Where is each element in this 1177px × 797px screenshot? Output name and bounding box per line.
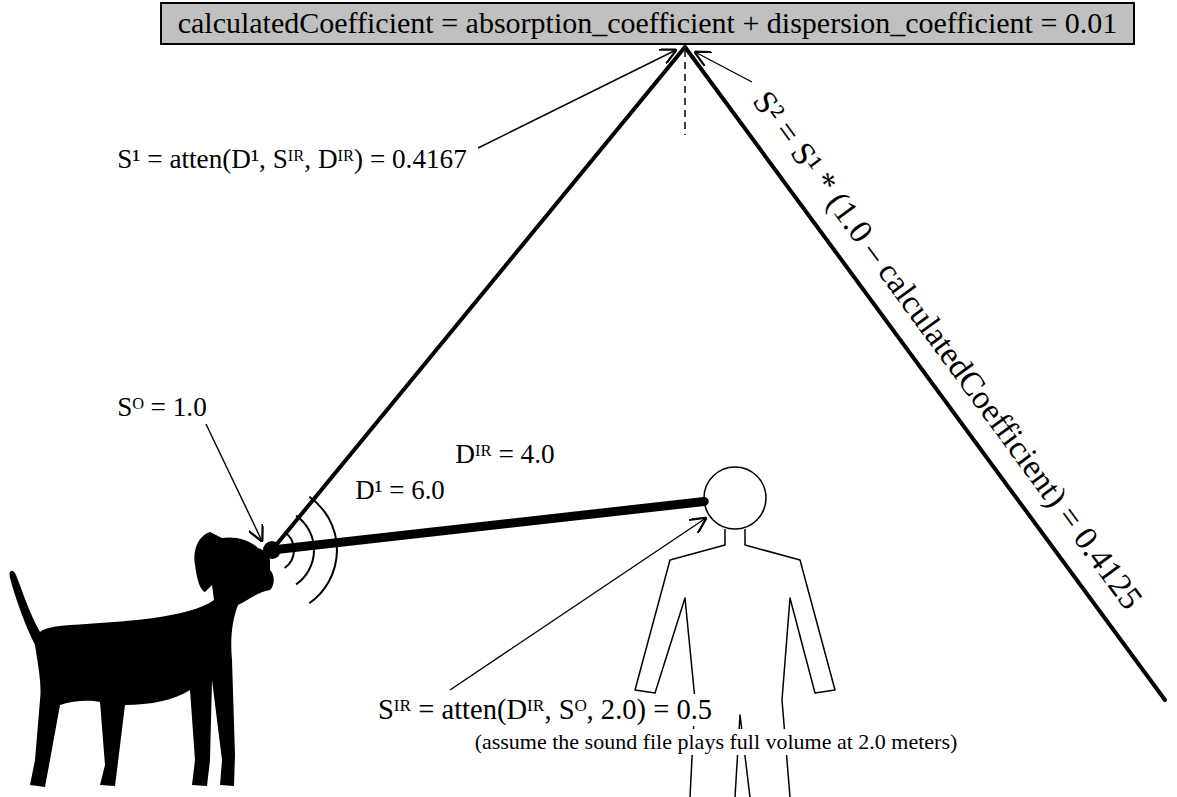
sound-wave — [285, 532, 294, 568]
sound-level-label: Sᴼ = 1.0 — [115, 392, 209, 423]
normal-line — [684, 50, 686, 135]
distance-label: Dᴵᴿ = 4.0 — [453, 439, 557, 470]
dog-silhouette — [10, 532, 274, 787]
formula-box: calculatedCoefficient = absorption_coeff… — [160, 2, 1135, 45]
label-holder: S¹ = atten(D¹, Sᴵᴿ, Dᴵᴿ) = 0.4167 — [115, 144, 469, 175]
label-holder: (assume the sound file plays full volume… — [473, 729, 960, 754]
label-holder: Sᴵᴿ = atten(Dᴵᴿ, Sᴼ, 2.0) = 0.5 — [376, 694, 714, 727]
leader-arrow — [695, 52, 752, 82]
label-holder: D¹ = 6.0 — [353, 475, 447, 506]
incident-ray — [272, 47, 685, 550]
sound-wave — [309, 497, 337, 603]
listener-head — [704, 467, 766, 529]
reflected-ray — [685, 47, 1165, 700]
label-holder: S² = S¹ * (1.0 – calculatedCoefficient) … — [744, 82, 1152, 618]
formula-label: S¹ = atten(D¹, Sᴵᴿ, Dᴵᴿ) = 0.4167 — [115, 144, 469, 175]
sound-wave — [296, 516, 314, 585]
listener-body — [635, 529, 835, 797]
distance-label: D¹ = 6.0 — [353, 475, 447, 506]
formula-label: Sᴵᴿ = atten(Dᴵᴿ, Sᴼ, 2.0) = 0.5 — [376, 694, 714, 727]
note-label: (assume the sound file plays full volume… — [473, 729, 960, 754]
formula-text: calculatedCoefficient = absorption_coeff… — [178, 6, 1118, 41]
label-holder: Sᴼ = 1.0 — [115, 392, 209, 423]
sound-source-dot — [263, 541, 281, 559]
leader-arrow — [478, 50, 676, 148]
label-holder: Dᴵᴿ = 4.0 — [453, 439, 557, 470]
leader-arrow — [205, 422, 262, 541]
leader-arrow — [450, 518, 706, 690]
formula-label: S² = S¹ * (1.0 – calculatedCoefficient) … — [744, 82, 1152, 618]
